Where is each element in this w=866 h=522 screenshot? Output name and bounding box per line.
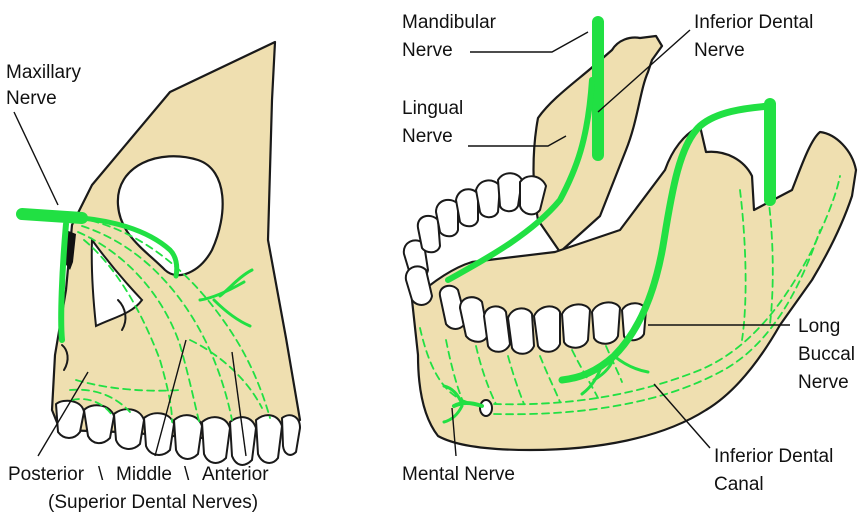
mandibular-nerve-leader [470, 32, 588, 52]
maxillary-nerve-leader [14, 112, 58, 205]
lower-tooth [534, 306, 560, 351]
upper-tooth [202, 417, 230, 463]
lower-tooth [562, 304, 590, 347]
lingual-nerve-label-line1: Lingual [402, 98, 463, 119]
superior-dental-nerves-label: (Superior Dental Nerves) [48, 492, 258, 513]
mandible-figure: Mandibular Nerve Inferior Dental Nerve L… [402, 12, 856, 495]
posterior-label: Posterior [8, 464, 85, 485]
mandibular-nerve-label-line1: Mandibular [402, 12, 497, 33]
long-buccal-nerve-label-line2: Buccal [798, 344, 855, 365]
inferior-dental-nerve-label-line1: Inferior Dental [694, 12, 813, 33]
upper-tooth [114, 409, 144, 449]
upper-tooth [230, 417, 256, 465]
lingual-nerve-label-line2: Nerve [402, 126, 453, 147]
long-buccal-nerve-label-line3: Nerve [798, 372, 849, 393]
maxilla-figure: Maxillary Nerve Posterior \ Middle \ Ant… [6, 42, 300, 513]
lower-tooth [456, 189, 478, 226]
mandible-body [412, 126, 856, 450]
maxillary-nerve-label-line1: Maxillary [6, 62, 81, 83]
upper-tooth [144, 413, 174, 455]
upper-tooth [256, 415, 282, 463]
lower-tooth [508, 308, 534, 353]
inferior-dental-canal-label-line2: Canal [714, 474, 764, 495]
upper-tooth [282, 415, 300, 455]
long-buccal-nerve-label-line1: Long [798, 316, 840, 337]
middle-label: Middle [116, 464, 172, 485]
mental-nerve-label: Mental Nerve [402, 464, 515, 485]
mental-foramen [480, 400, 492, 416]
inferior-dental-nerve-label-line2: Nerve [694, 40, 745, 61]
maxillary-nerve-label-line2: Nerve [6, 88, 57, 109]
separator-2: \ [184, 464, 190, 485]
anterior-label: Anterior [202, 464, 269, 485]
lower-tooth [592, 302, 620, 343]
mandibular-nerve-label-line2: Nerve [402, 40, 453, 61]
lower-tooth [436, 200, 458, 236]
inferior-dental-canal-label-line1: Inferior Dental [714, 446, 833, 467]
lower-tooth [476, 180, 500, 217]
lower-tooth [484, 306, 510, 351]
upper-tooth [174, 415, 202, 459]
separator-1: \ [98, 464, 104, 485]
lower-tooth [498, 173, 522, 211]
lower-tooth [418, 216, 440, 252]
